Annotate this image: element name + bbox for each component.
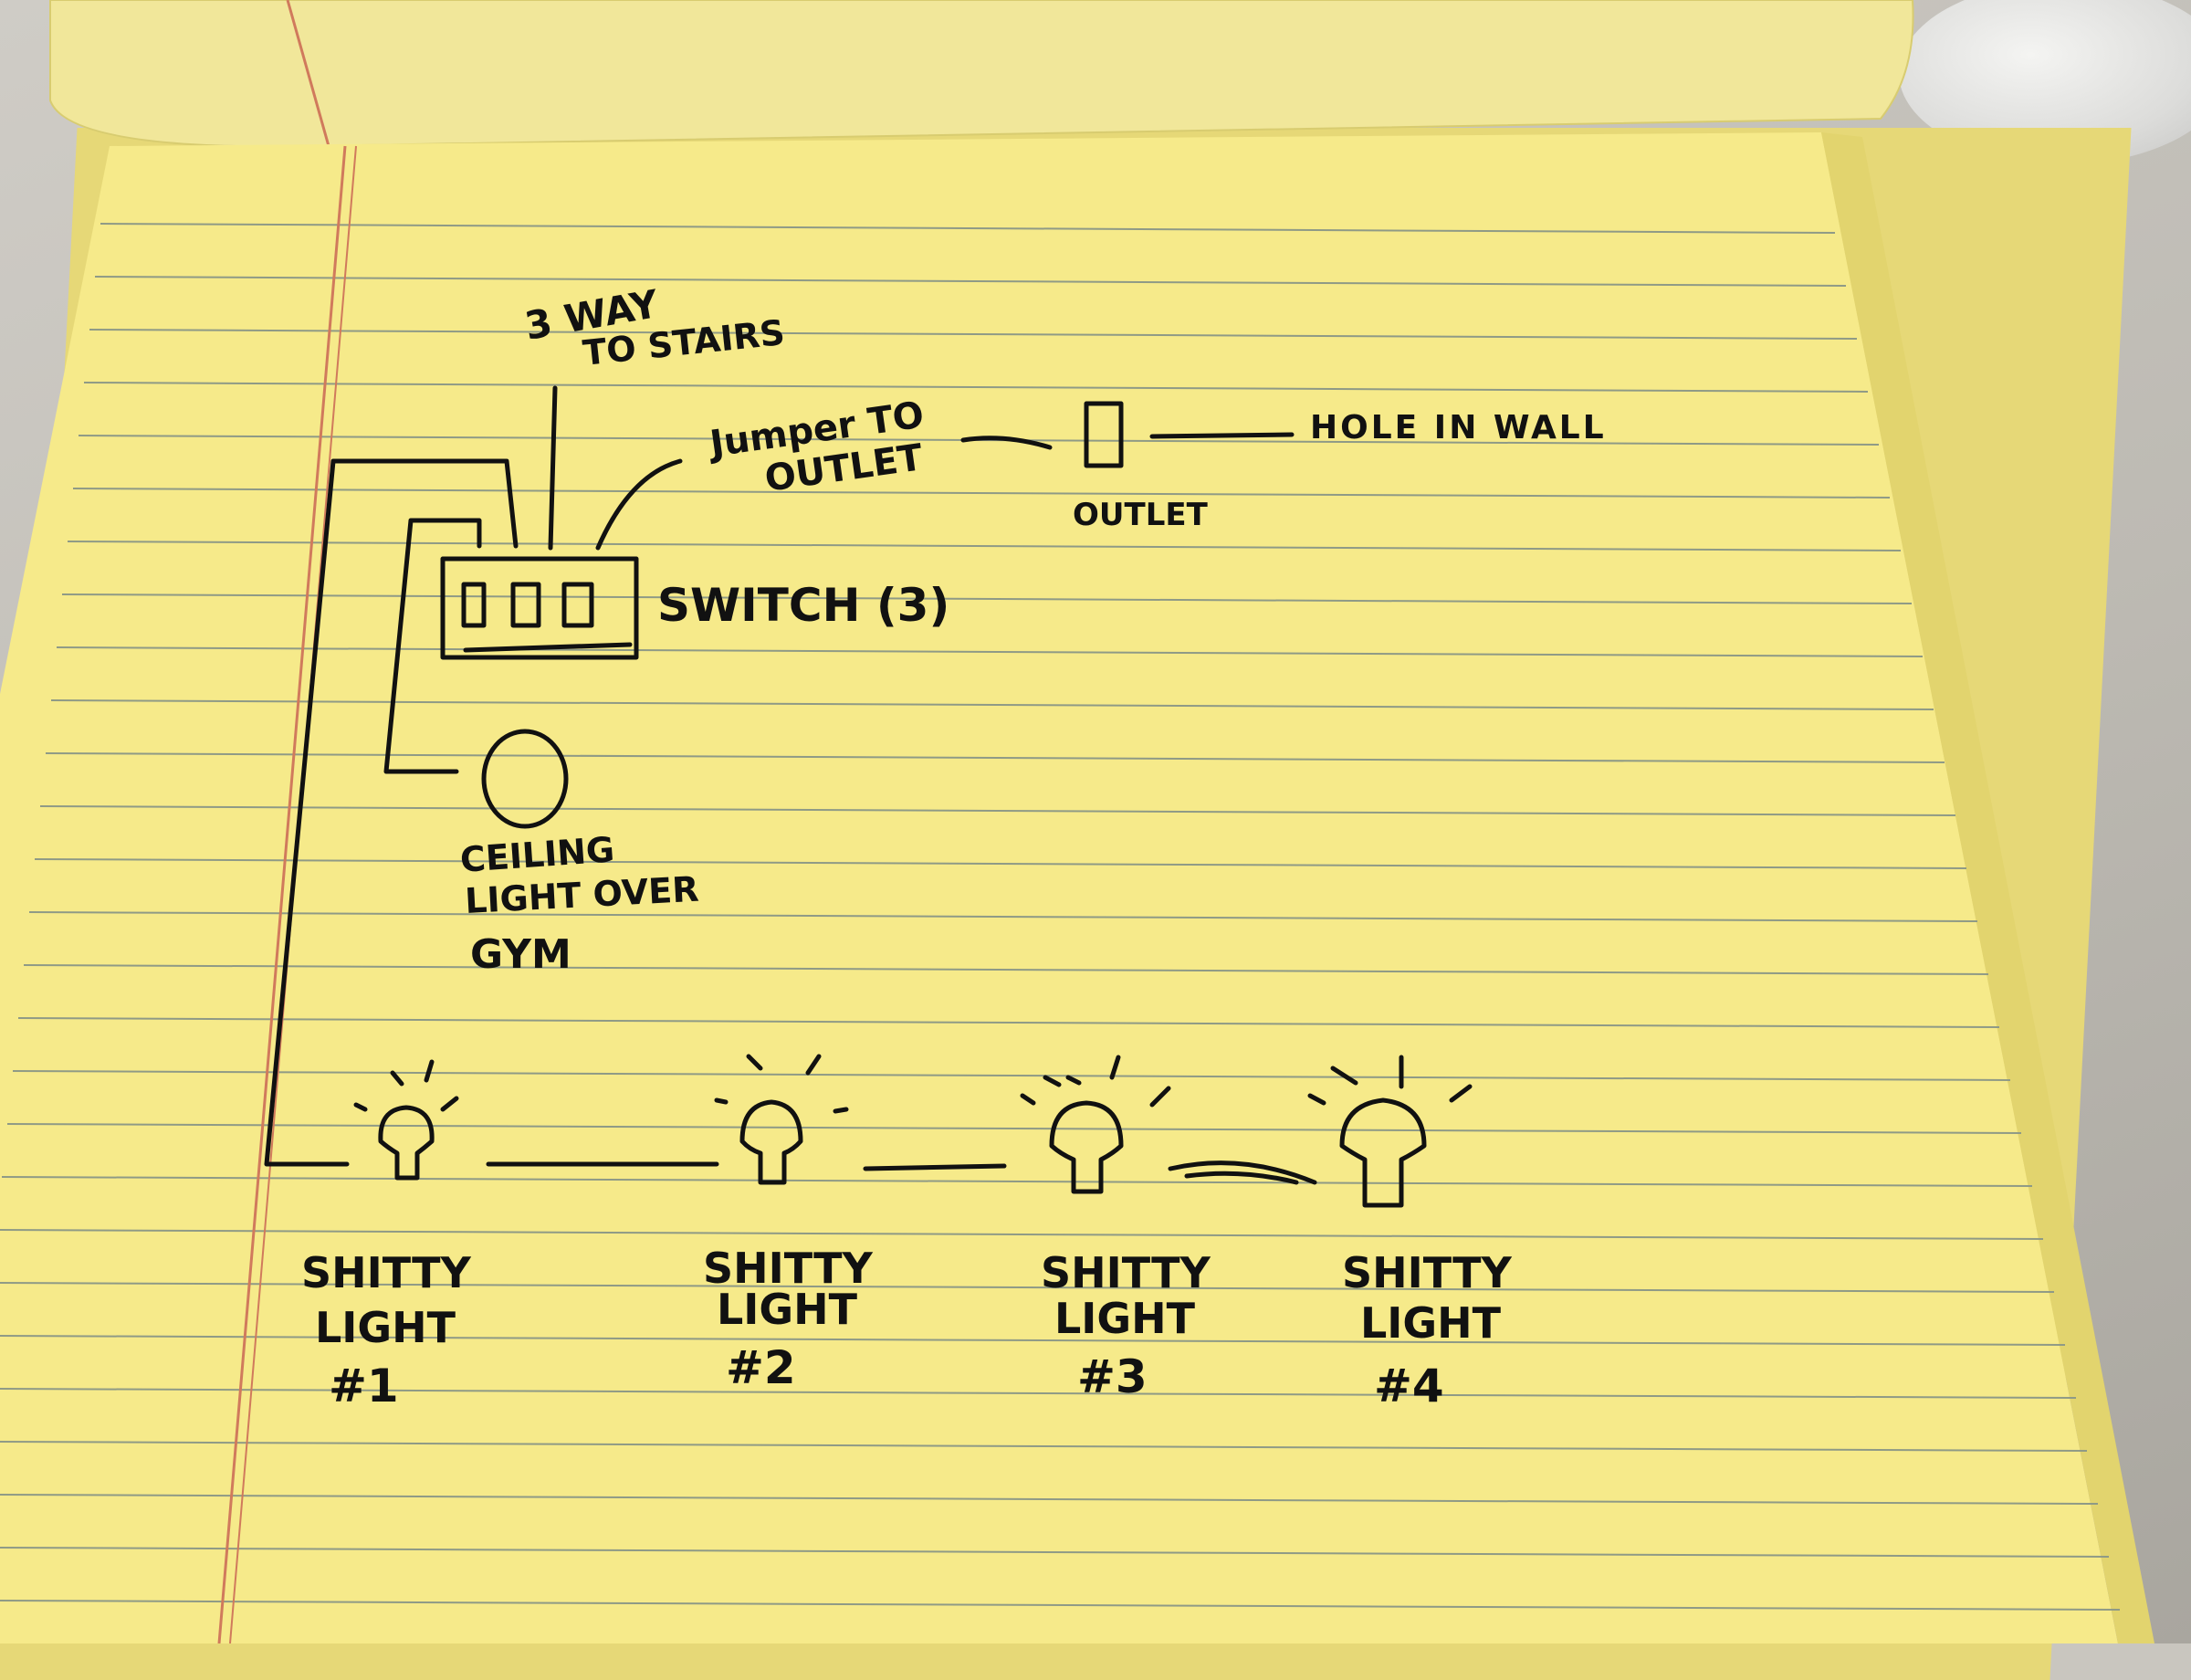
rule-line	[17, 1017, 2000, 1028]
switch-box	[440, 556, 639, 660]
light-2-line3: #2	[726, 1341, 796, 1394]
light-2-line2: LIGHT	[717, 1285, 858, 1334]
label-hole-in-wall: HOLE IN WALL	[1310, 409, 1607, 446]
switch-toggle-3	[561, 582, 594, 628]
switch-toggle-2	[510, 582, 541, 628]
rule-line	[0, 1600, 2121, 1611]
wire-light3-to-light4-trace	[1184, 1171, 1299, 1185]
label-outlet: OUTLET	[1073, 497, 1209, 533]
rule-line	[0, 1229, 2044, 1240]
switch-toggle-1	[461, 582, 487, 628]
wire-light3-to-light4	[1168, 1160, 1317, 1185]
rule-line	[56, 646, 1924, 657]
rule-line	[28, 911, 1978, 922]
folded-page	[49, 0, 1914, 148]
rule-line	[67, 541, 1902, 551]
light-3-line2: LIGHT	[1054, 1294, 1196, 1343]
wire-3way-to-stairs	[548, 385, 558, 551]
rule-line	[50, 699, 1934, 710]
legal-pad-sheet: 3 WAY TO STAIRS Jumper TO OUTLET OUTLET …	[0, 0, 2154, 1643]
bulb-icon-3	[1020, 1055, 1171, 1194]
rule-line	[12, 1070, 2011, 1081]
light-4-line3: #4	[1374, 1360, 1444, 1412]
rule-line	[61, 593, 1913, 604]
jumper-arrow	[960, 436, 1053, 450]
paper-edge-shadow	[1821, 132, 2154, 1643]
wire-jumper	[595, 458, 683, 551]
rule-line	[0, 1441, 2088, 1452]
rule-line	[0, 1547, 2110, 1558]
wire-to-ceiling-light	[383, 518, 482, 774]
wire-feed	[264, 458, 519, 1167]
rule-line	[100, 223, 1836, 234]
rule-line	[0, 1335, 2066, 1346]
rule-line	[45, 752, 1945, 763]
bulb-icon-2	[714, 1054, 849, 1185]
rule-line	[94, 276, 1847, 287]
light-3-line1: SHITTY	[1041, 1248, 1211, 1297]
rule-line	[83, 382, 1869, 393]
wire-light2-to-light3	[863, 1163, 1007, 1171]
rule-line	[1, 1176, 2033, 1187]
switch-box-underline	[463, 642, 633, 653]
rule-line	[39, 805, 1956, 816]
paper	[0, 132, 2118, 1643]
rule-line	[0, 1494, 2099, 1505]
bulb-icon-1	[353, 1059, 459, 1181]
ceiling-light-circle	[481, 729, 569, 829]
light-1-line1: SHITTY	[301, 1248, 472, 1297]
bulb-icon-4	[1307, 1055, 1473, 1208]
rule-line	[0, 1388, 2077, 1399]
rule-line	[23, 964, 1989, 975]
rule-line	[6, 1123, 2022, 1134]
light-1-line3: #1	[329, 1360, 399, 1412]
wire-outlet-to-hole	[1149, 432, 1295, 439]
light-4-line1: SHITTY	[1342, 1248, 1513, 1297]
rule-line	[0, 1282, 2055, 1293]
light-3-line3: #3	[1077, 1350, 1148, 1403]
label-ceiling-3: GYM	[470, 931, 571, 978]
label-switch: SWITCH (3)	[657, 579, 949, 632]
folded-margin-line	[286, 0, 330, 147]
outlet-symbol	[1084, 401, 1124, 468]
rule-line	[34, 858, 1967, 869]
rule-line	[72, 488, 1891, 499]
light-2-line1: SHITTY	[703, 1244, 874, 1293]
light-1-line2: LIGHT	[315, 1303, 456, 1352]
rule-line	[89, 329, 1858, 340]
margin-line-1	[217, 145, 347, 1643]
light-4-line2: LIGHT	[1360, 1298, 1502, 1348]
